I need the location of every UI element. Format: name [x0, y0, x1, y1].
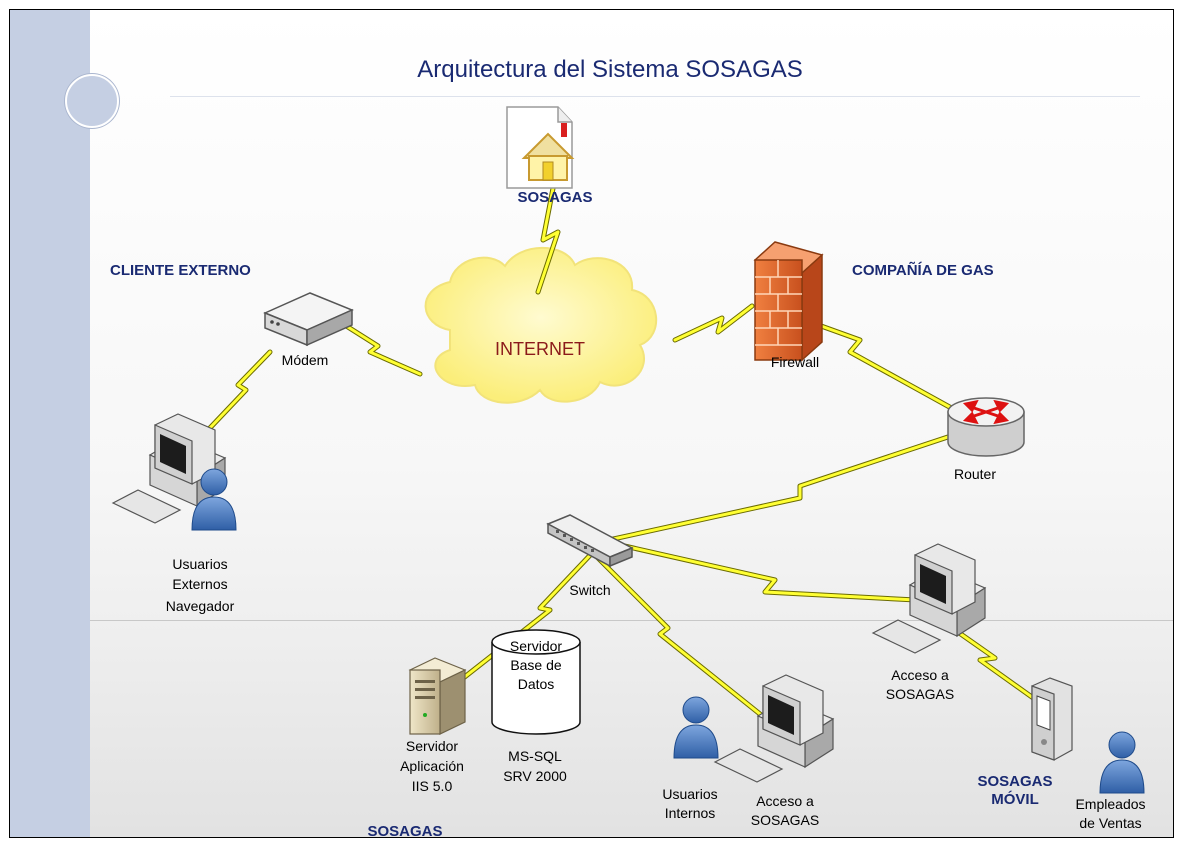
user-icon-internos: [673, 696, 719, 759]
usuarios-externos-line-2: Externos: [172, 576, 228, 592]
floor-divider: [90, 620, 1173, 621]
usuarios-externos-line-3: Navegador: [165, 598, 235, 614]
modem-label: Módem: [281, 352, 329, 368]
page-title: Arquitectura del Sistema SOSAGAS: [417, 56, 803, 83]
internet-label: INTERNET: [495, 339, 585, 359]
servidor-aplicacion-line-2: Aplicación: [400, 758, 464, 774]
empleados-line-1: Empleados: [1075, 796, 1146, 812]
computer-icon-internos: [713, 674, 835, 783]
title-divider: [170, 96, 1140, 97]
router-icon: [947, 397, 1025, 457]
usuarios-internos-line-2: Internos: [664, 805, 716, 821]
servidor-aplicacion-line-1: Servidor: [405, 738, 459, 754]
acceso-compania-line-1: Acceso a: [891, 667, 949, 683]
empleados-line-2: de Ventas: [1079, 815, 1142, 831]
firewall-label: Firewall: [770, 354, 820, 370]
sosagas-movil-label-1: SOSAGAS: [977, 773, 1053, 790]
sosagas-movil-label-2: MÓVIL: [991, 791, 1039, 808]
slide: Arquitectura del Sistema SOSAGAS: [9, 9, 1174, 838]
sosagas-top-label: SOSAGAS: [517, 189, 593, 206]
firewall-icon: [753, 241, 824, 362]
database-icon: [491, 629, 581, 735]
usuarios-externos-line-1: Usuarios: [172, 556, 228, 572]
ms-sql-line-1: MS-SQL: [508, 748, 562, 764]
usuarios-internos-line-1: Usuarios: [662, 786, 718, 802]
router-label: Router: [953, 466, 997, 482]
home-page-icon: [506, 106, 575, 189]
mobile-device-icon: [1031, 677, 1073, 761]
user-icon-empleados: [1099, 731, 1145, 794]
network-diagram: [111, 106, 1145, 794]
switch-icon: [546, 514, 634, 568]
computer-icon-externo: [111, 413, 227, 524]
compania-gas-label: COMPAÑÍA DE GAS: [852, 262, 994, 279]
sidebar-band: [10, 10, 90, 837]
acceso-compania-line-2: SOSAGAS: [885, 686, 955, 702]
acceso-internos-line-1: Acceso a: [756, 793, 814, 809]
sosagas-bottom-label: SOSAGAS: [367, 823, 443, 838]
link-router-switch: [592, 425, 978, 546]
servidor-aplicacion-line-3: IIS 5.0: [411, 778, 453, 794]
servidor-bd-line-1: Servidor: [509, 638, 563, 654]
ms-sql-line-2: SRV 2000: [503, 768, 567, 784]
lightning-links: [205, 175, 1053, 721]
internet-cloud: [424, 246, 658, 404]
decorative-circle: [65, 74, 119, 128]
servidor-bd-line-3: Datos: [517, 676, 555, 692]
user-icon-externo: [191, 468, 237, 531]
acceso-internos-line-2: SOSAGAS: [750, 812, 820, 828]
computer-icon-compania: [871, 543, 987, 654]
switch-label: Switch: [569, 582, 611, 598]
servidor-bd-line-2: Base de: [510, 657, 562, 673]
server-icon-aplicacion: [408, 657, 467, 735]
modem-icon: [263, 292, 354, 347]
cliente-externo-label: CLIENTE EXTERNO: [110, 262, 251, 279]
